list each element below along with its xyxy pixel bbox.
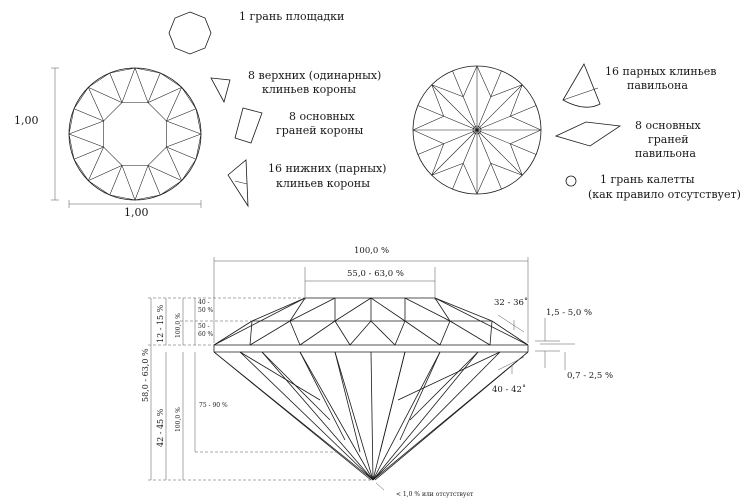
culet-note-label: < 1,0 % или отсутствует xyxy=(396,491,474,498)
crown-width-dimension: 1,00 xyxy=(68,200,202,219)
girdle-small-label: 0,7 - 2,5 % xyxy=(567,371,613,381)
star-facet-label-1: 8 верхних (одинарных) xyxy=(248,69,381,82)
culet-label-1: 1 грань калетты xyxy=(600,173,695,186)
table-width-dimension: 55,0 - 63,0 % xyxy=(304,267,436,300)
table-width-label: 55,0 - 63,0 % xyxy=(347,269,404,279)
pavilion-100-label: 100,0 % xyxy=(175,407,182,432)
horizontal-dim-label: 1,00 xyxy=(124,206,149,219)
bezel-facet-label-2: граней короны xyxy=(276,124,364,137)
pavilion-depth-label: 42 - 45 % xyxy=(156,408,165,447)
star-facet-label-2: клиньев короны xyxy=(262,83,356,96)
culet-facet-shape xyxy=(565,175,577,187)
pavilion-culet xyxy=(472,125,482,135)
total-width-dimension: 100,0 % xyxy=(213,246,529,343)
culet-label-2: (как правило отсутствует) xyxy=(588,188,741,201)
right-annotations: 32 - 36˚ 1,5 - 5,0 % 0,7 - 2,5 % 40 - 42… xyxy=(492,296,613,395)
upper-girdle-facet-shape xyxy=(227,159,249,208)
diamond-profile xyxy=(213,297,529,481)
bezel-ratio-label-1: 50 -60 % xyxy=(198,323,214,338)
girdle-thickness-label: 1,5 - 5,0 % xyxy=(546,308,592,318)
pavilion-main-label-1: 8 основных xyxy=(635,119,702,132)
culet-annotation: < 1,0 % или отсутствует xyxy=(375,482,474,498)
total-width-label: 100,0 % xyxy=(354,246,389,256)
lower-half-ratio-label: 75 - 90 % xyxy=(199,402,228,409)
star-ratio-label-1: 40 -50 % xyxy=(198,299,214,314)
crown-top-view xyxy=(68,67,202,201)
pavilion-main-label-3: павильона xyxy=(635,147,696,160)
upper-girdle-label-2: клиньев короны xyxy=(276,177,370,190)
crown-angle-label: 32 - 36˚ xyxy=(494,296,528,308)
pavilion-angle-label: 40 - 42˚ xyxy=(492,383,526,395)
table-facet-shape xyxy=(168,11,212,55)
crown-100-label: 100,0 % xyxy=(175,313,182,338)
profile-outline xyxy=(213,297,529,481)
lower-girdle-label-1: 16 парных клиньев xyxy=(605,65,716,78)
crown-height-dimension: 1,00 xyxy=(14,67,59,201)
upper-girdle-label-1: 16 нижних (парных) xyxy=(268,162,386,175)
total-depth-label: 58,0 - 63,0 % xyxy=(141,348,150,402)
bezel-facet-label-1: 8 основных xyxy=(289,110,356,123)
star-facet-shape xyxy=(210,77,231,104)
vertical-dim-label: 1,00 xyxy=(14,114,39,127)
lower-girdle-facet-shape xyxy=(562,63,601,108)
pavilion-main-facet-shape xyxy=(554,121,622,147)
lower-girdle-label-2: павильона xyxy=(627,79,688,92)
crown-height-label: 12 - 15 % xyxy=(156,304,165,343)
crown-facet-lines xyxy=(68,67,202,201)
left-dimensions: 58,0 - 63,0 % 12 - 15 % 42 - 45 % 100,0 … xyxy=(141,297,372,481)
bezel-facet-shape xyxy=(234,107,263,144)
table-facet-label: 1 грань площадки xyxy=(239,10,344,23)
pavilion-main-label-2: граней xyxy=(648,133,689,146)
pavilion-facet-lines xyxy=(412,65,542,195)
pavilion-bottom-view xyxy=(412,65,542,195)
